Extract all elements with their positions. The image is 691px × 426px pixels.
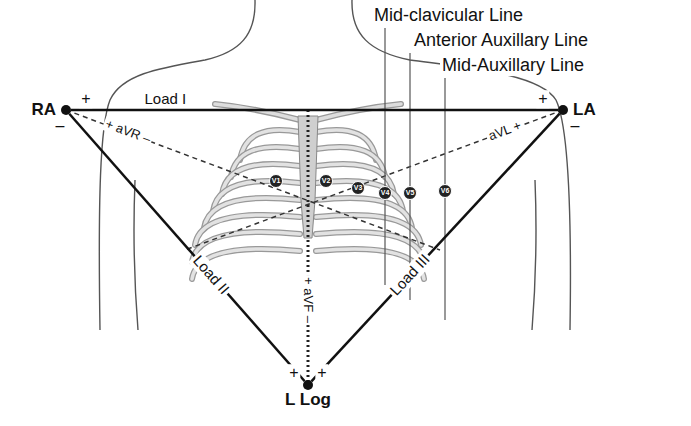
electrode-terminal: L Log xyxy=(303,380,313,390)
electrode-label: V3 xyxy=(354,184,363,192)
clavicle xyxy=(215,104,300,120)
avr-axis xyxy=(66,110,440,250)
polarity-sign: + xyxy=(287,364,300,382)
electrode-label: V2 xyxy=(322,177,331,185)
electrode-label: V4 xyxy=(381,189,390,197)
polarity-sign: + xyxy=(315,364,328,382)
electrode-label: V6 xyxy=(441,187,450,195)
polarity-sign: – xyxy=(54,117,67,135)
mid-clavicular-line xyxy=(384,28,385,285)
clavicle xyxy=(316,104,401,120)
augmented-lead-label: + aVR – xyxy=(101,116,154,147)
lead-line xyxy=(71,109,558,112)
augmented-lead-label: aVL + xyxy=(485,118,525,145)
reference-line-label: Mid-clavicular Line xyxy=(372,6,525,26)
lead-label: Load II xyxy=(189,251,234,299)
limb-label: L Log xyxy=(285,391,331,410)
reference-line-label: Anterior Auxillary Line xyxy=(412,31,590,51)
avl-axis xyxy=(185,110,563,250)
electrode-terminal: RA xyxy=(61,105,71,115)
electrode-label: V1 xyxy=(272,177,281,185)
chest-electrode: V1 xyxy=(269,174,283,188)
lead-label: Load I xyxy=(143,91,189,108)
electrode-terminal: LA xyxy=(558,105,568,115)
arm-outline xyxy=(532,180,536,330)
polarity-sign: + xyxy=(79,90,92,108)
electrode-label: V5 xyxy=(406,189,415,197)
chest-electrode: V4 xyxy=(378,186,392,200)
chest-electrode: V2 xyxy=(319,174,333,188)
lead-line xyxy=(69,114,304,381)
arm-outline xyxy=(134,180,138,330)
augmented-lead-label: + aVF – xyxy=(301,275,315,325)
lead-label: Load III xyxy=(386,250,435,301)
lead-line xyxy=(311,114,559,382)
polarity-sign: + xyxy=(536,90,549,108)
clavicle xyxy=(215,104,300,120)
limb-label: RA xyxy=(31,101,56,120)
polarity-sign: – xyxy=(569,117,582,135)
limb-label: LA xyxy=(573,101,596,120)
reference-line-label: Mid-Auxillary Line xyxy=(440,56,586,76)
clavicle xyxy=(316,104,401,120)
chest-electrode: V5 xyxy=(403,186,417,200)
avf-axis xyxy=(307,110,310,385)
mid-axillary-line xyxy=(444,78,445,320)
chest-electrode: V6 xyxy=(438,184,452,198)
chest-electrode: V3 xyxy=(351,181,365,195)
